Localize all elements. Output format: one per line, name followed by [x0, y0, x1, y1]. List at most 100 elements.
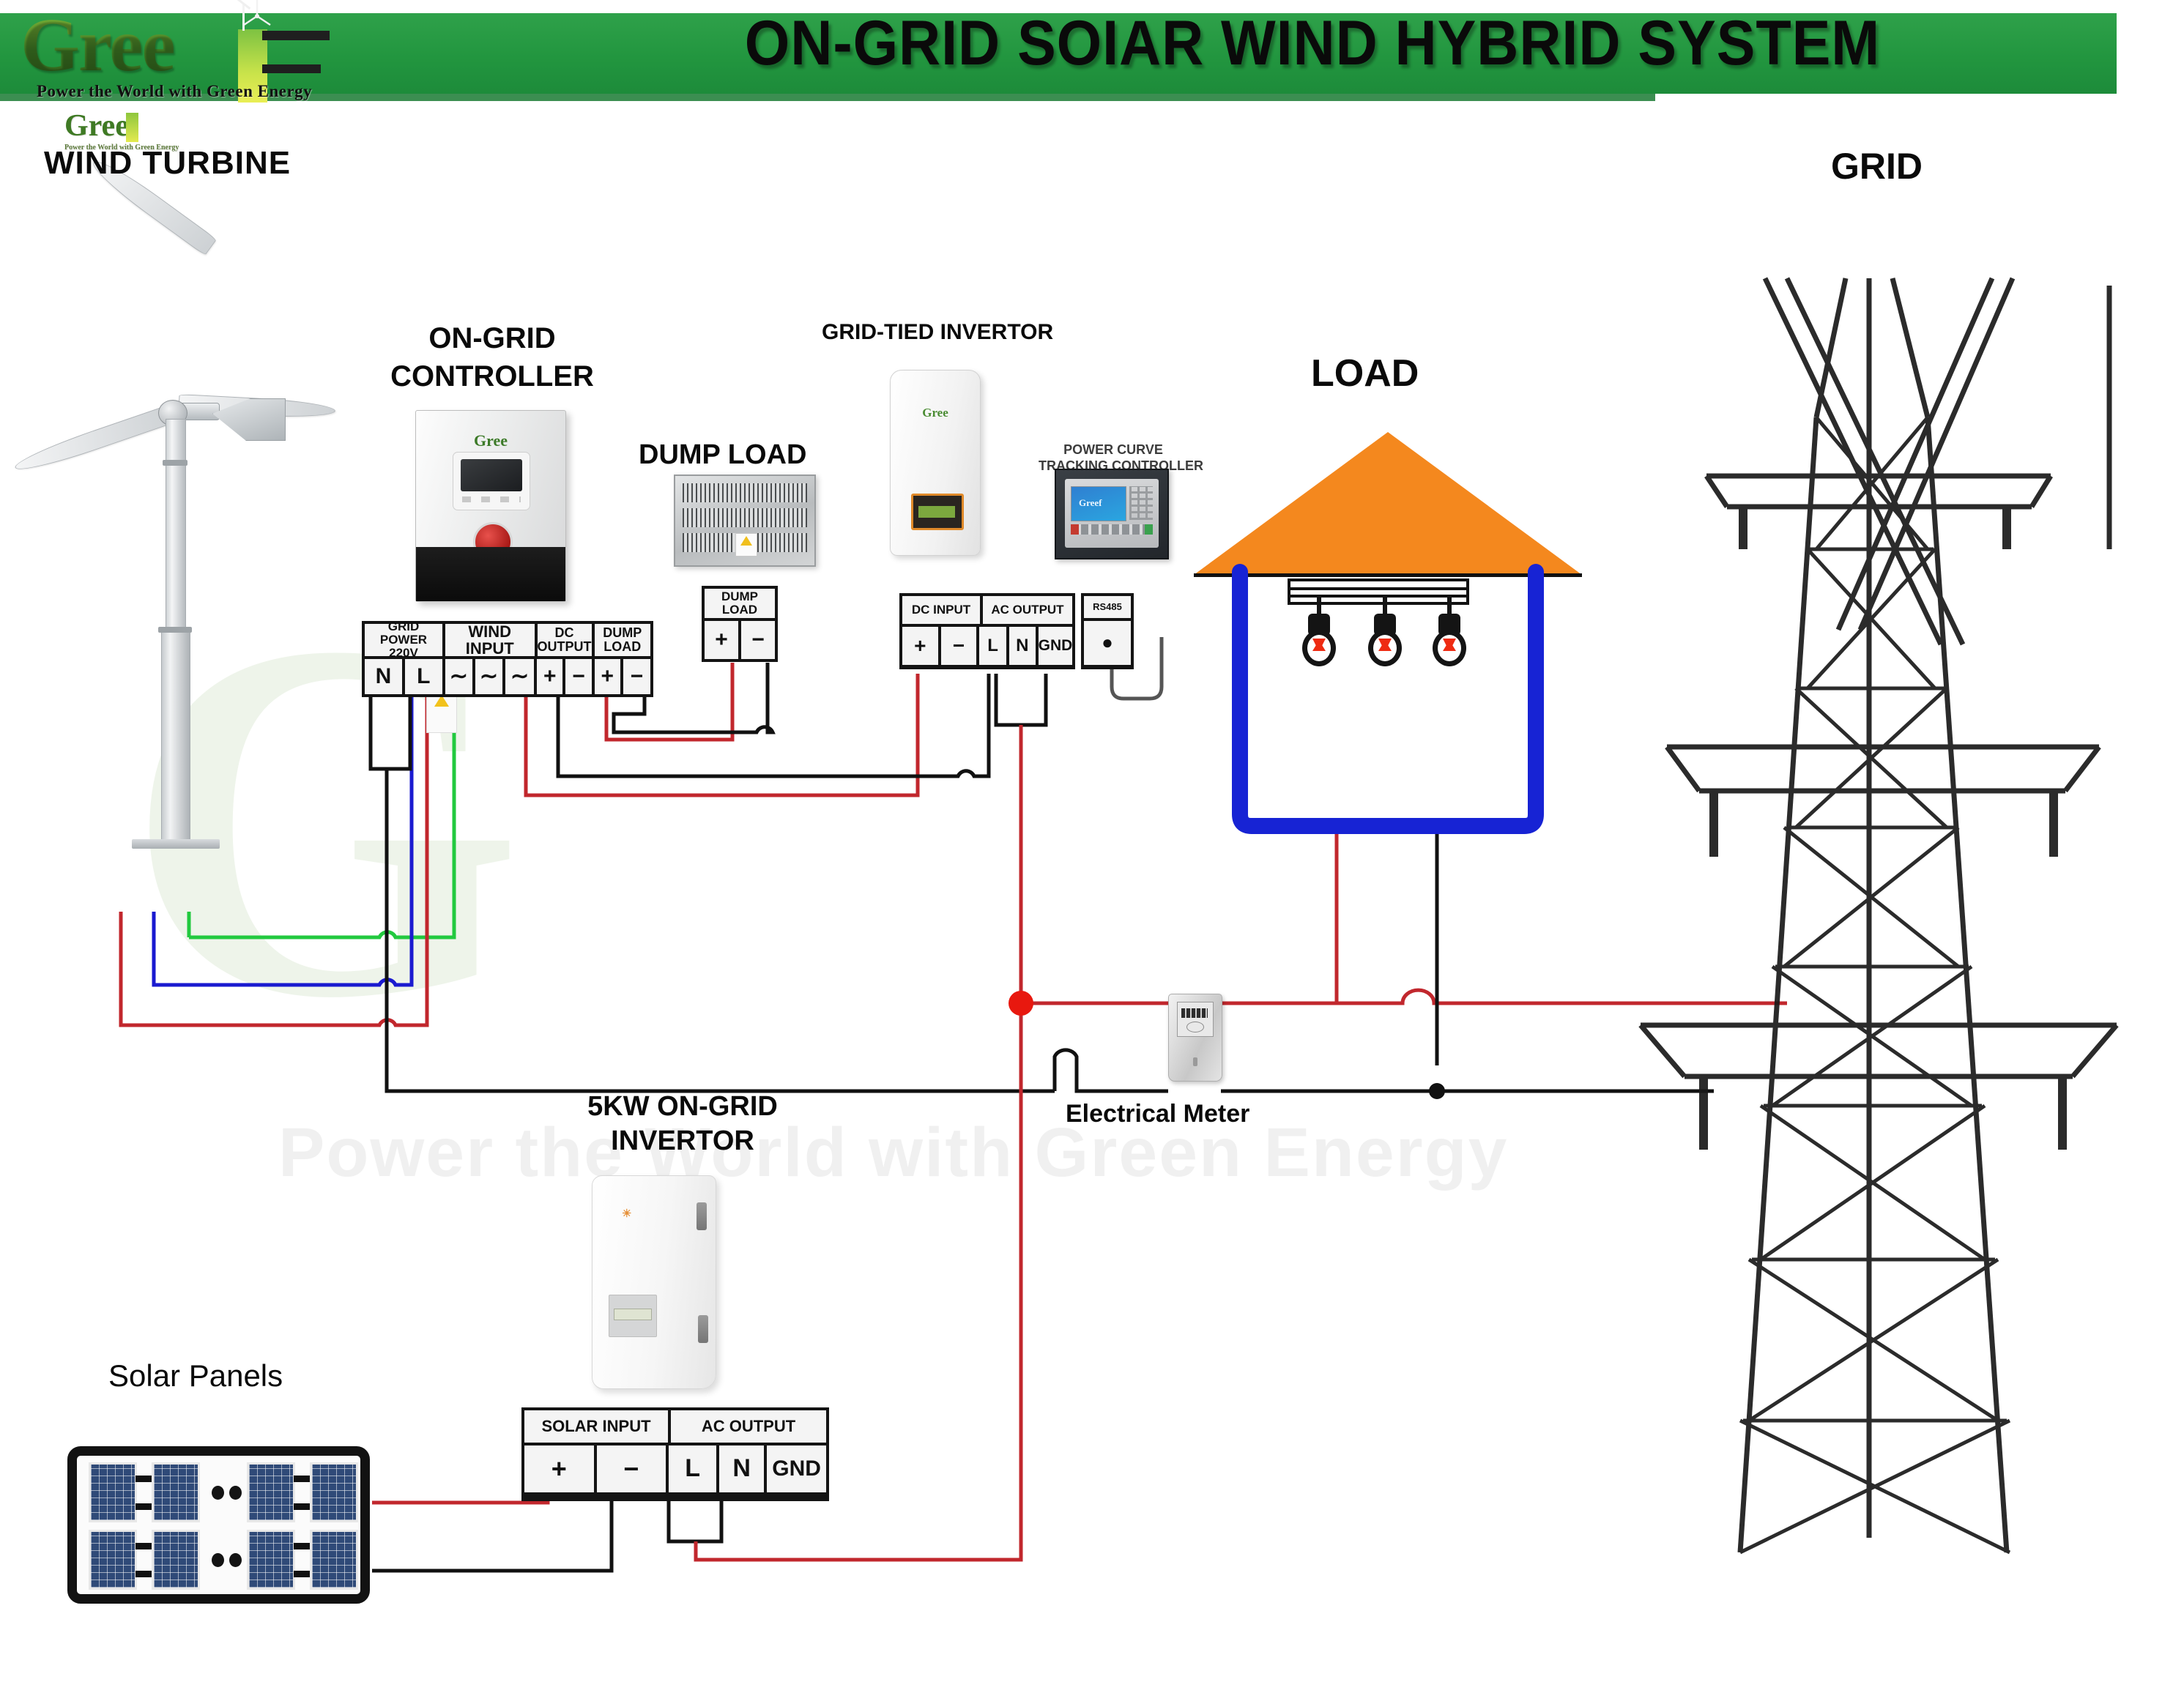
- inv5-pin-solar-plus[interactable]: +: [524, 1445, 594, 1492]
- terminal-group-dc-output: DC OUTPUT: [537, 624, 592, 656]
- panel-link: [135, 1543, 153, 1549]
- gti-pin-dc-plus[interactable]: +: [902, 627, 938, 665]
- inverter-sun-icon: ☀: [622, 1208, 632, 1220]
- gti-pin-gnd[interactable]: GND: [1039, 627, 1072, 665]
- terminal-group-wind-input: WIND INPUT: [445, 623, 535, 657]
- gti-pin-l[interactable]: L: [979, 627, 1006, 665]
- inv5-pin-solar-minus[interactable]: −: [596, 1445, 666, 1492]
- panel-link: [294, 1571, 311, 1577]
- pct-keypad[interactable]: [1129, 486, 1153, 520]
- terminal-pin-dc-minus[interactable]: −: [565, 659, 592, 694]
- solar-panel: [310, 1462, 358, 1522]
- terminal-pin-dump-minus[interactable]: −: [623, 659, 651, 694]
- dump-load-warning-label: [735, 533, 757, 557]
- power-curve-tracking-controller-device[interactable]: Greef: [1055, 469, 1169, 559]
- inverter-5kw-terminal-block[interactable]: SOLAR INPUT AC OUTPUT + − L N GND: [521, 1407, 829, 1501]
- transmission-tower: [1638, 277, 2119, 1555]
- turbine-blade-left: [12, 403, 179, 477]
- panel-link: [135, 1571, 153, 1577]
- label-grid: GRID: [1831, 146, 1923, 187]
- panel-link: [135, 1476, 153, 1482]
- label-dump-load: DUMP LOAD: [639, 439, 807, 470]
- gti-pin-n[interactable]: N: [1009, 627, 1036, 665]
- label-5kw-invertor-line1: 5KW ON-GRID: [587, 1091, 778, 1122]
- gti-terminal-block[interactable]: DC INPUT AC OUTPUT + − L N GND: [899, 593, 1075, 669]
- inverter-brand-logo: Gree Power the World with Green Energy: [64, 108, 179, 152]
- solar-panel: [310, 1530, 358, 1590]
- on-grid-controller-device[interactable]: Gree Emergency: [415, 410, 566, 733]
- label-wind-turbine: WIND TURBINE: [44, 145, 291, 181]
- solar-panel-row: [89, 1530, 358, 1590]
- inverter-5kw-device[interactable]: ☀: [592, 1175, 716, 1389]
- solar-panel-array: [67, 1446, 370, 1604]
- inverter-logo-tagline: Power the World with Green Energy: [64, 144, 179, 152]
- rs485-port-block[interactable]: RS485 ●: [1081, 593, 1134, 669]
- terminal-pin-ac2[interactable]: ∼: [475, 659, 503, 694]
- meter-lock: [1193, 1057, 1197, 1066]
- grid-tied-invertor-device[interactable]: Gree: [890, 370, 981, 556]
- controller-warning-label: [426, 691, 457, 733]
- dump-terminal-plus[interactable]: +: [705, 621, 738, 659]
- inv5-pin-n[interactable]: N: [719, 1445, 765, 1492]
- brand-logo-text: Gree: [21, 3, 175, 87]
- gti-group-ac-output: AC OUTPUT: [983, 596, 1072, 624]
- terminal-pin-ac3[interactable]: ∼: [505, 659, 535, 694]
- watermark-tagline: Power the World with Green Energy: [278, 1114, 1509, 1191]
- rs485-title: RS485: [1084, 596, 1131, 618]
- terminal-pin-l[interactable]: L: [404, 659, 442, 694]
- light-bulb: [1428, 598, 1471, 669]
- solar-panel: [247, 1462, 295, 1522]
- meter-digits: [1181, 1008, 1208, 1018]
- bulb-filament: [1443, 639, 1456, 651]
- gti-brand-logo: Gree: [922, 406, 948, 420]
- dump-terminal-title: DUMP LOAD: [705, 589, 775, 618]
- terminal-group-dump-load: DUMP LOAD: [594, 624, 650, 656]
- pct-lcd-screen: Greef: [1071, 486, 1126, 521]
- dump-load-resistor-bank: [674, 475, 816, 567]
- label-on-grid-controller-line1: ON-GRID: [428, 322, 556, 354]
- pct-screen-text: Greef: [1079, 497, 1102, 508]
- gti-group-dc-input: DC INPUT: [902, 596, 980, 624]
- terminal-pin-n[interactable]: N: [365, 659, 402, 694]
- solar-panel-row: [89, 1462, 358, 1522]
- gti-pin-dc-minus[interactable]: −: [940, 627, 977, 665]
- terminal-pin-dump-plus[interactable]: +: [594, 659, 620, 694]
- solar-panel: [247, 1530, 295, 1590]
- inverter-lcd-panel: [609, 1295, 657, 1337]
- inverter-vent-bottom: [698, 1315, 708, 1343]
- controller-lcd-screen: [461, 459, 522, 491]
- inverter-logo-word: Gree: [64, 109, 129, 143]
- inv5-pin-l[interactable]: L: [669, 1445, 717, 1492]
- solar-panel: [152, 1462, 200, 1522]
- dump-terminal-minus[interactable]: −: [741, 621, 775, 659]
- inv5-group-solar-input: SOLAR INPUT: [524, 1410, 668, 1443]
- house-pillar-right: [1528, 564, 1544, 798]
- terminal-pin-ac1[interactable]: ∼: [445, 659, 472, 694]
- turbine-base-plate: [132, 839, 220, 849]
- inv5-group-ac-output: AC OUTPUT: [671, 1410, 826, 1443]
- bulb-cord: [1447, 598, 1452, 617]
- load-circuit-loop: [1232, 659, 1544, 834]
- turbine-mast-band-1: [163, 460, 187, 466]
- dump-load-terminal-block[interactable]: DUMP LOAD + −: [702, 586, 778, 662]
- panel-link: [294, 1476, 311, 1482]
- label-load: LOAD: [1311, 352, 1419, 395]
- house-roof: [1194, 432, 1582, 575]
- controller-buttons[interactable]: [462, 496, 521, 502]
- pct-function-buttons[interactable]: [1071, 524, 1153, 535]
- terminal-pin-dc-plus[interactable]: +: [537, 659, 563, 694]
- turbine-mast-band-2: [158, 627, 192, 633]
- bulb-cord: [1317, 598, 1321, 617]
- dump-load-fins-row2: [683, 508, 807, 527]
- inverter-vent-top: [697, 1202, 707, 1230]
- header-band: [0, 13, 2117, 101]
- rs485-connector[interactable]: ●: [1084, 621, 1131, 665]
- panel-link: [294, 1543, 311, 1549]
- controller-display-bezel: [453, 452, 530, 510]
- inv5-pin-gnd[interactable]: GND: [767, 1445, 826, 1492]
- wind-turbine: [12, 154, 336, 908]
- pct-front-panel: Greef: [1065, 479, 1159, 548]
